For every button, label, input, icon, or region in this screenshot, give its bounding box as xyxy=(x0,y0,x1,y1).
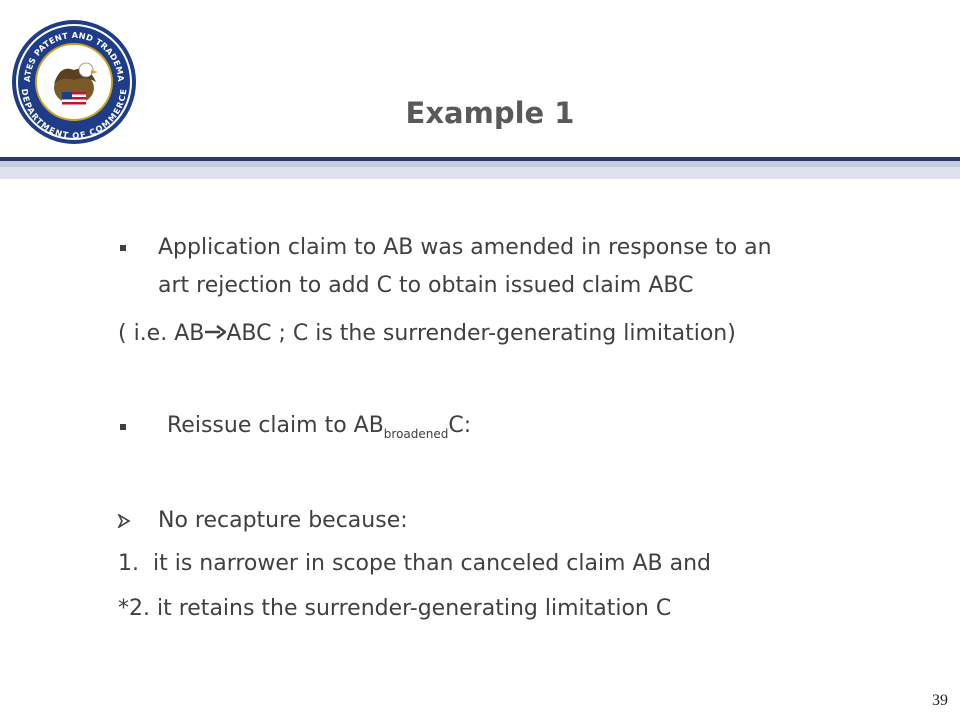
square-bullet-icon xyxy=(120,245,126,251)
arrowhead-bullet-icon xyxy=(117,514,131,528)
reissue-tail: C: xyxy=(448,413,472,438)
title-rule xyxy=(0,157,960,179)
page-number: 39 xyxy=(932,692,948,709)
slide-title: Example 1 xyxy=(405,96,575,130)
note-suffix: ABC ; C is the surrender-generating limi… xyxy=(226,321,736,346)
conclusion-item-2: *2. it retains the surrender-generating … xyxy=(118,596,672,621)
conclusion-item-1: 1. it is narrower in scope than canceled… xyxy=(118,551,712,576)
bullet-line-1: Application claim to AB was amended in r… xyxy=(158,235,772,260)
square-bullet-icon xyxy=(120,424,126,430)
reissue-line: Reissue claim to ABbroadenedC: xyxy=(167,410,471,450)
note-prefix: ( i.e. AB xyxy=(118,321,205,346)
right-arrow-icon xyxy=(205,325,227,339)
bullet-line-2: art rejection to add C to obtain issued … xyxy=(158,273,694,298)
conclusion-heading: No recapture because: xyxy=(158,508,408,533)
reissue-text: Reissue claim to AB xyxy=(167,413,384,438)
reissue-subscript: broadened xyxy=(383,427,449,441)
note-line: ( i.e. AB ABC ; C is the surrender-genera… xyxy=(118,318,736,350)
uspto-seal-logo: UNITED STATES PATENT AND TRADEMARK OFFIC… xyxy=(10,18,136,144)
